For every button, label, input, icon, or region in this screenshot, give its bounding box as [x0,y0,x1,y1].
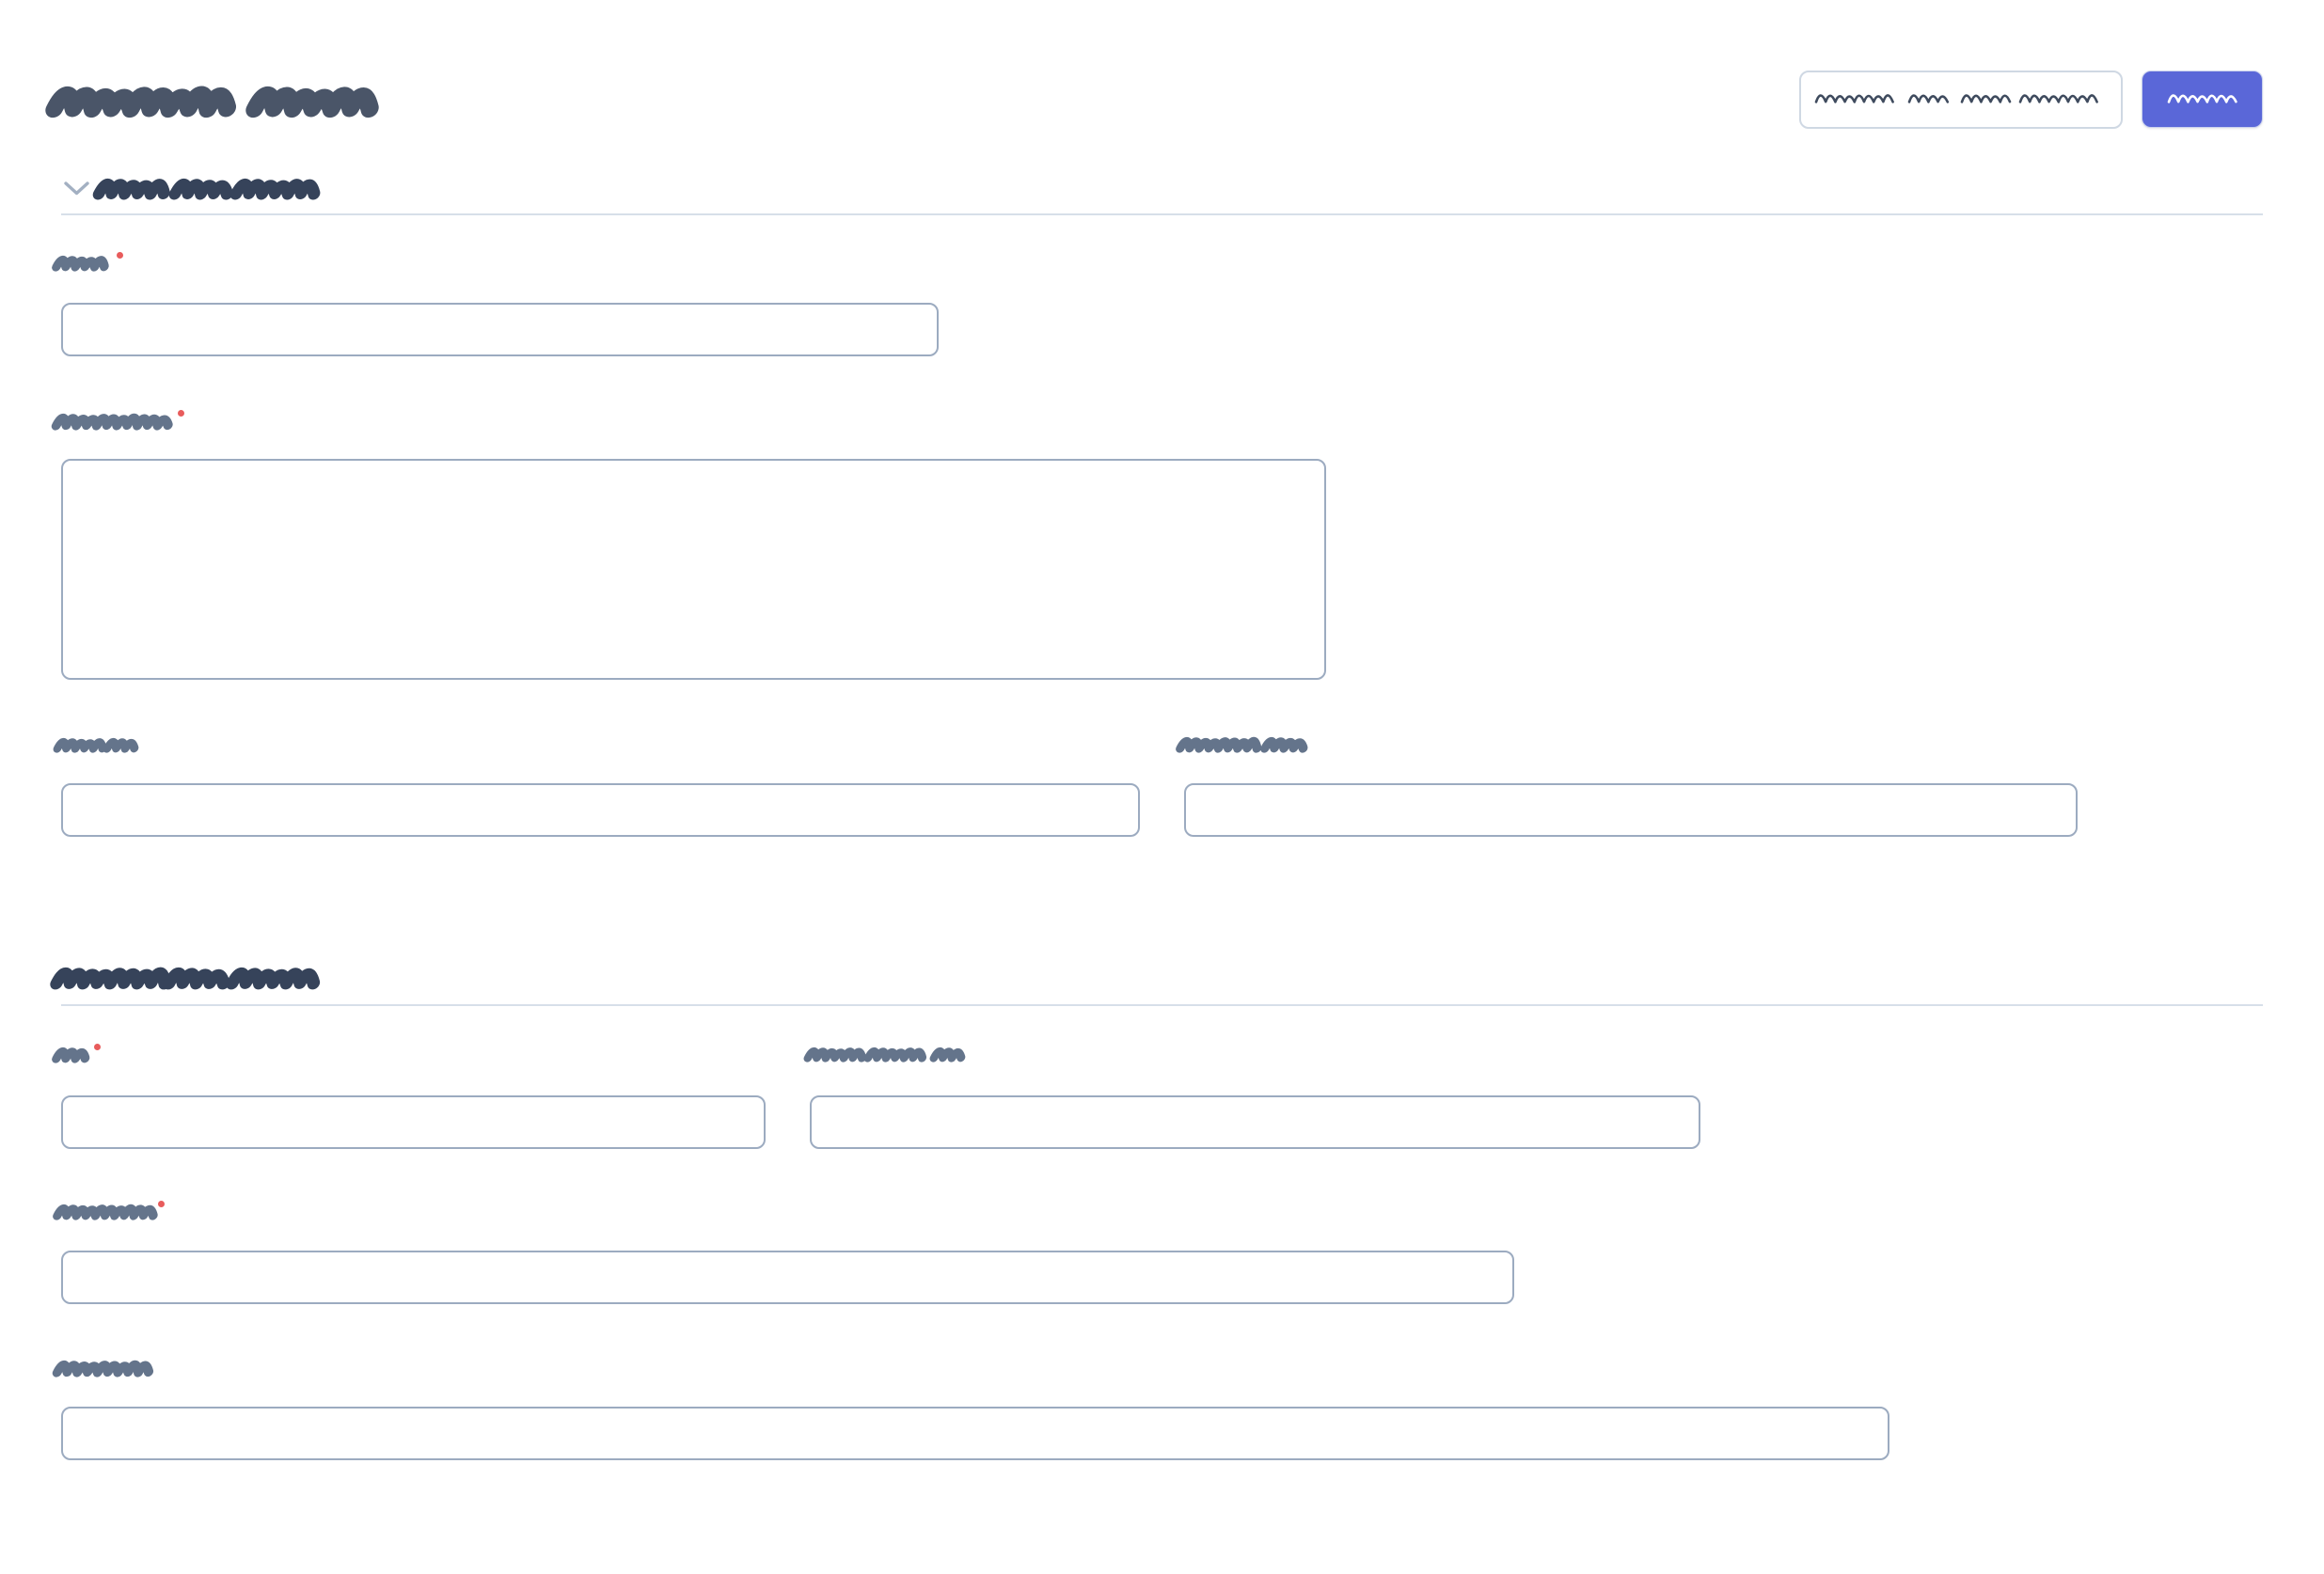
required-dot [178,410,184,417]
field-8-input[interactable] [61,1407,1889,1460]
field-2-label [51,410,184,431]
field-4-input[interactable] [1184,783,2078,837]
section-2-divider [61,1004,2263,1006]
field-2-textarea[interactable] [61,459,1326,680]
field-6-input[interactable] [810,1095,1700,1149]
chevron-down-icon[interactable] [64,181,89,196]
field-8-label [52,1360,154,1377]
required-dot [158,1201,165,1207]
field-5-label [52,1044,101,1063]
section-2-heading [50,967,321,990]
field-5-label-redacted [52,1047,90,1063]
section-2-header [50,966,321,990]
search-input[interactable] [1799,71,2123,129]
page-title [45,86,379,118]
section-1-heading [92,178,321,200]
search-input-redacted-text [1814,94,2098,105]
primary-action-button[interactable] [2142,71,2263,128]
field-1-label [52,252,123,272]
field-7-input[interactable] [61,1251,1514,1304]
field-7-label [53,1201,165,1220]
field-3-label [53,737,140,753]
field-6-label [803,1047,966,1062]
field-2-label-redacted [51,413,173,431]
field-1-input[interactable] [61,303,939,356]
required-dot [117,252,123,259]
field-4-label [1176,736,1310,753]
required-dot [94,1044,101,1050]
section-1-divider [61,213,2263,215]
field-3-input[interactable] [61,783,1140,837]
primary-action-button-label [2167,93,2237,105]
field-7-label-redacted [53,1204,158,1220]
field-5-input[interactable] [61,1095,766,1149]
field-1-label-redacted [52,255,111,272]
section-1-header[interactable] [64,177,321,200]
